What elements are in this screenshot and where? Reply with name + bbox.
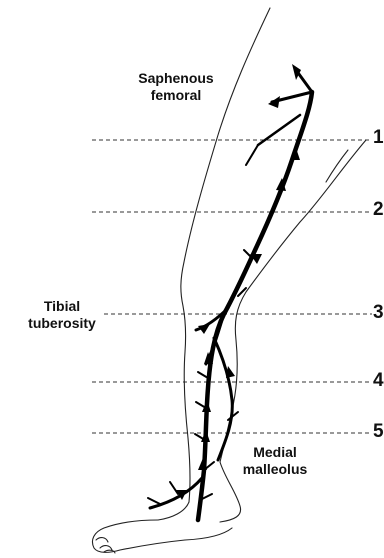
label-saphenous-line1: Saphenous <box>128 70 224 87</box>
label-tibial-tuberosity: Tibial tuberosity <box>14 298 110 332</box>
label-medial-malleolus: Medial malleolus <box>232 444 318 478</box>
level-number-2: 2 <box>373 200 384 220</box>
arrow-junction-up <box>292 64 301 80</box>
label-medial-line1: Medial <box>232 444 318 461</box>
level-number-4: 4 <box>373 371 384 391</box>
label-tibial-line1: Tibial <box>14 298 110 315</box>
level-number-1: 1 <box>373 128 384 148</box>
level-number-5: 5 <box>373 422 384 442</box>
label-medial-line2: malleolus <box>232 461 318 478</box>
arrow-leg-4 <box>201 430 210 442</box>
label-tibial-line2: tuberosity <box>14 315 110 332</box>
label-saphenous-line2: femoral <box>128 87 224 104</box>
level-number-3: 3 <box>373 303 384 323</box>
arrow-leg-2 <box>226 366 235 378</box>
label-saphenous-femoral: Saphenous femoral <box>128 70 224 104</box>
arrow-junction-left <box>268 96 280 108</box>
